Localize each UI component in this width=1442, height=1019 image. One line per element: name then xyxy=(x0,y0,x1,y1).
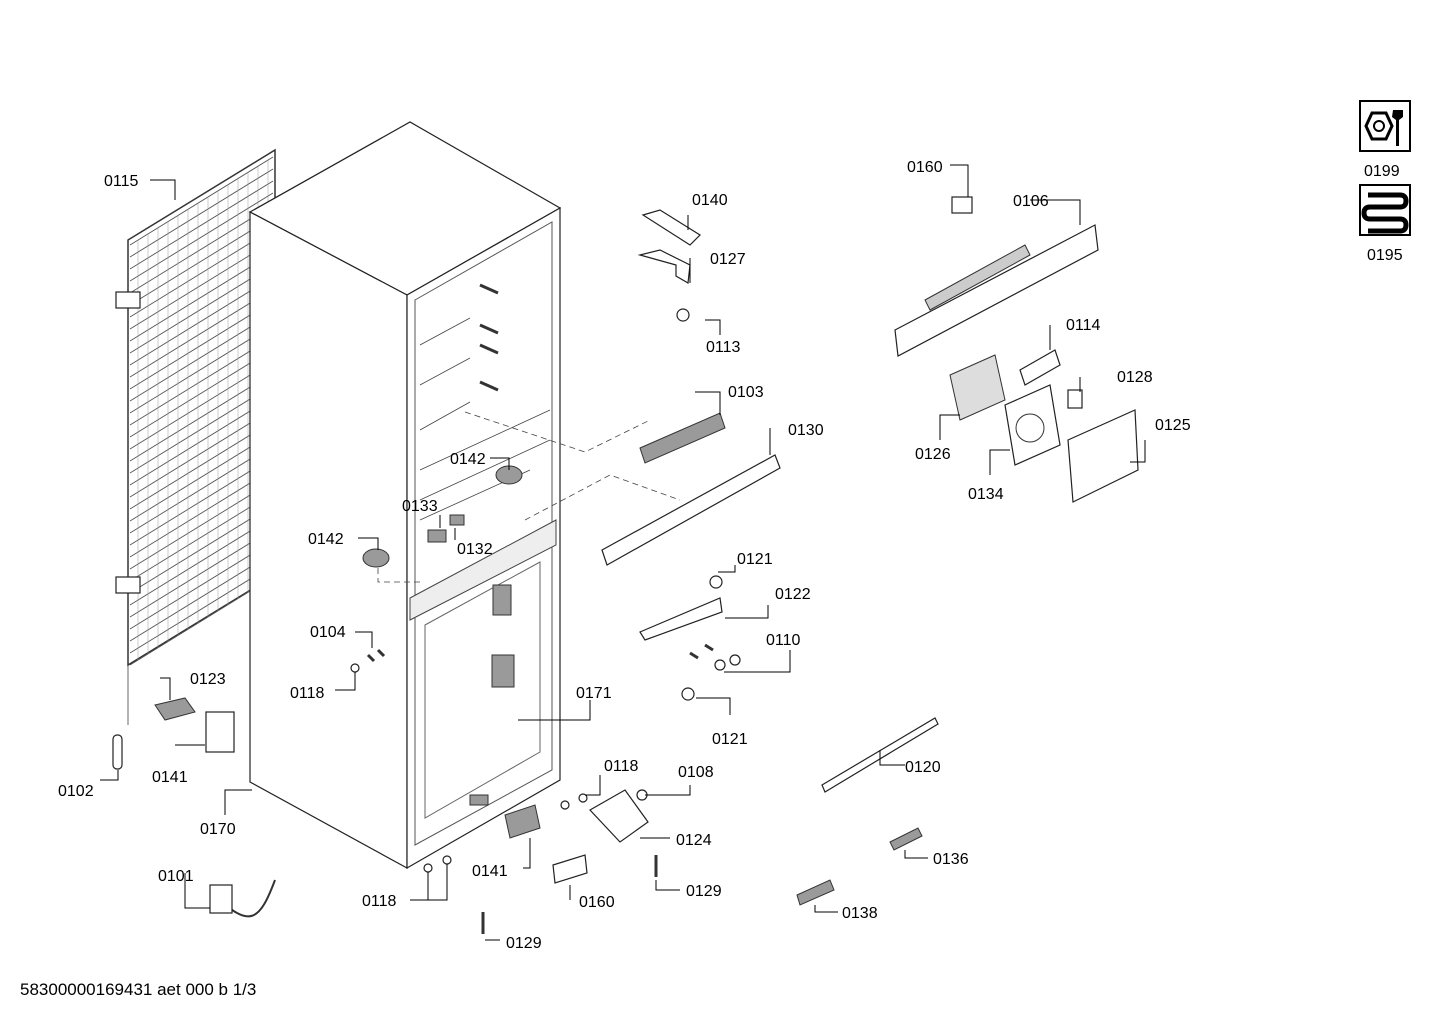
callout-0102: 0102 xyxy=(58,783,94,800)
part-drawings xyxy=(112,196,1139,934)
coil-tube xyxy=(129,468,274,558)
coil-tube xyxy=(129,180,274,270)
callout-0171: 0171 xyxy=(576,685,612,702)
callout-0126: 0125 xyxy=(1155,417,1191,434)
callout-0108: 0108 xyxy=(678,764,714,781)
coil-tube xyxy=(129,324,274,414)
coil-tube xyxy=(129,384,274,474)
coil-tube xyxy=(129,528,274,618)
coil-tube xyxy=(129,456,274,546)
leader-lines xyxy=(100,164,1146,941)
callout-0124: 0123 xyxy=(190,671,226,688)
callout-0122: 0122 xyxy=(775,586,811,603)
coil-tube xyxy=(129,492,274,582)
callout-0118-left: 0118 xyxy=(290,685,325,702)
coil-tube xyxy=(129,552,274,642)
coil-tube xyxy=(129,348,274,438)
coil-tube xyxy=(129,360,274,450)
coil-tube xyxy=(129,420,274,510)
coil-tube xyxy=(129,336,274,426)
callout-0136: 0134 xyxy=(968,486,1004,503)
condenser-coil-icon: 0195 xyxy=(1359,184,1411,264)
fridge-cabinet xyxy=(248,121,681,870)
coil-tube xyxy=(129,312,274,402)
callout-0118-bottom: 0118 xyxy=(362,893,397,910)
callout-0130: 0130 xyxy=(788,422,824,439)
callout-0127: 0127 xyxy=(710,251,746,268)
condenser-coil xyxy=(115,148,276,725)
callout-0121-top: 0121 xyxy=(737,551,773,568)
coil-tube xyxy=(129,576,274,666)
document-footer: 58300000169431 aet 000 b 1/3 xyxy=(20,980,257,999)
coil-tube xyxy=(129,252,274,342)
callout-0125: 0126 xyxy=(915,446,951,463)
coil-tube xyxy=(129,240,274,330)
coil-tube xyxy=(129,300,274,390)
coil-tube xyxy=(129,204,274,294)
coil-tube xyxy=(129,408,274,498)
callout-0142-left: 0142 xyxy=(308,531,344,548)
callout-0132: 0132 xyxy=(457,541,493,558)
callout-0110: 0110 xyxy=(766,632,801,649)
callout-0121-bottom: 0121 xyxy=(712,731,748,748)
callout-0128: 0128 xyxy=(1117,369,1153,386)
coil-tube xyxy=(129,192,274,282)
callout-0129-left: 0129 xyxy=(506,935,542,952)
coil-tube xyxy=(129,516,274,606)
callout-0170: 0170 xyxy=(200,821,236,838)
coil-tube xyxy=(129,504,274,594)
coil-tube xyxy=(129,276,274,366)
icon-label-0195: 0195 xyxy=(1367,247,1403,264)
callout-0129-right: 0129 xyxy=(686,883,722,900)
callout-0160: 0160 xyxy=(907,159,943,176)
coil-tube xyxy=(129,564,274,654)
callout-0123: 0124 xyxy=(676,832,712,849)
coil-tube xyxy=(129,168,274,258)
callout-0120: 0120 xyxy=(905,759,941,776)
coil-tube xyxy=(129,288,274,378)
coil-tube xyxy=(129,480,274,570)
coil-tube xyxy=(129,396,274,486)
callout-0133: 0133 xyxy=(402,498,438,515)
callout-0118-right: 0118 xyxy=(604,758,639,775)
callout-0135: 0141 xyxy=(152,769,188,786)
service-tools-icon: 0199 xyxy=(1359,100,1411,180)
callout-0115: 0115 xyxy=(104,173,139,190)
coil-tube xyxy=(129,444,274,534)
callout-0103: 0103 xyxy=(728,384,764,401)
coil-tube xyxy=(129,216,274,306)
coil-tube xyxy=(129,264,274,354)
coil-tube xyxy=(129,540,274,630)
callout-0142-right: 0142 xyxy=(450,451,486,468)
coil-tube xyxy=(129,228,274,318)
icon-label-0199: 0199 xyxy=(1364,163,1400,180)
coil-tube xyxy=(129,156,274,246)
callout-0114: 0114 xyxy=(1066,317,1101,334)
coil-tube xyxy=(129,432,274,522)
callout-0101: 0101 xyxy=(158,868,194,885)
callout-0106: 0106 xyxy=(1013,193,1049,210)
callout-0134: 0140 xyxy=(692,192,728,209)
callout-labels: 0115 0123 0102 0141 0170 0101 0140 0127 … xyxy=(58,159,1191,952)
coil-tube xyxy=(129,372,274,462)
callout-0104: 0104 xyxy=(310,624,346,641)
callout-0141-right: 0136 xyxy=(933,851,969,868)
callout-0141-left: 0138 xyxy=(842,905,878,922)
callout-0138: 0160 xyxy=(579,894,615,911)
callout-0113: 0113 xyxy=(706,339,741,356)
callout-0140: 0141 xyxy=(472,863,508,880)
